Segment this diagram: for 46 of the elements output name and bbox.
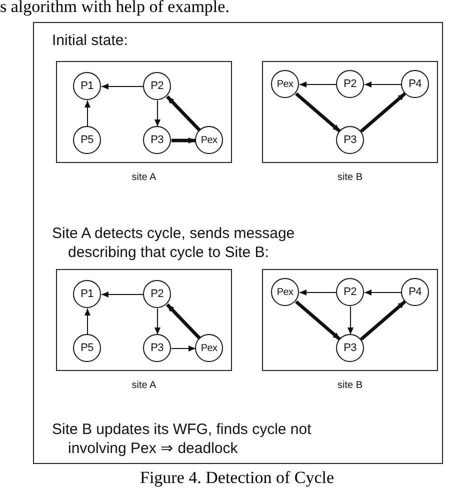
process-circle: P2 (336, 278, 364, 306)
figure-frame (33, 22, 443, 464)
site-label: site B (336, 380, 364, 391)
process-circle: P2 (143, 72, 171, 100)
process-circle: P3 (336, 126, 364, 154)
arrow (154, 308, 160, 335)
process-circle: P5 (73, 126, 101, 154)
process-circle: P4 (401, 278, 429, 306)
arrow (360, 92, 406, 133)
arrow (348, 306, 354, 335)
arrow (101, 84, 144, 90)
step-text: Site A detects cycle, sends message describing that cycle to Site B: (52, 224, 296, 262)
site-label: site A (130, 380, 158, 391)
arrow (172, 138, 196, 144)
body-text: s algorithm with help of example. (0, 0, 230, 17)
process-circle: P4 (401, 70, 429, 98)
arrow (166, 95, 202, 132)
arrow (299, 82, 337, 88)
arrow (295, 92, 341, 133)
step-text: Site B updates its WFG, finds cycle not involving Pex ⇒ deadlock (52, 420, 312, 458)
process-circle: P3 (143, 126, 171, 154)
site-label: site A (130, 172, 158, 183)
arrow (154, 100, 160, 127)
arrow (364, 82, 402, 88)
arrow (84, 100, 90, 127)
arrow (299, 290, 337, 296)
arrow (166, 303, 202, 340)
process-circle: P2 (143, 280, 171, 308)
process-circle: P5 (73, 334, 101, 362)
process-circle: Pex (195, 334, 223, 362)
process-circle: Pex (271, 70, 299, 98)
arrow (295, 300, 341, 341)
process-circle: P2 (336, 70, 364, 98)
figure-caption: Figure 4. Detection of Cycle (138, 468, 336, 488)
process-circle: P3 (143, 334, 171, 362)
arrow (364, 290, 402, 296)
process-circle: P1 (73, 72, 101, 100)
process-circle: Pex (195, 126, 223, 154)
arrow (84, 308, 90, 335)
heading-text: Initial state: (52, 31, 129, 50)
arrow (171, 346, 196, 352)
process-circle: P1 (73, 280, 101, 308)
site-label: site B (336, 172, 364, 183)
process-circle: P3 (336, 334, 364, 362)
arrow (101, 292, 144, 298)
process-circle: Pex (271, 278, 299, 306)
